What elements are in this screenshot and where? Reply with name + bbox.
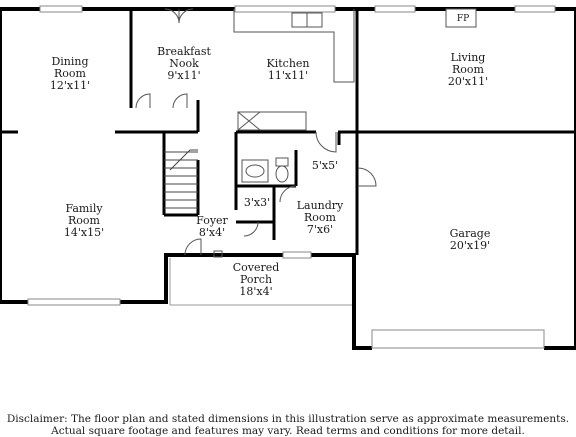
room-label-closet: 3'x3' [243, 196, 271, 209]
fireplace [445, 8, 477, 28]
porch-outline [169, 258, 352, 306]
stairs [164, 149, 198, 209]
windows [27, 5, 556, 306]
interior-walls [0, 9, 576, 255]
fireplace-label: FP [456, 14, 470, 24]
doors [135, 8, 377, 258]
kitchen-counters [233, 9, 355, 131]
room-label-hall: 5'x5' [311, 159, 339, 172]
bathroom-fixtures [241, 157, 289, 183]
disclaimer-line-1: Disclaimer: The floor plan and stated di… [6, 413, 570, 425]
garage-door [371, 329, 545, 349]
disclaimer-line-2: Actual square footage and features may v… [51, 425, 525, 437]
